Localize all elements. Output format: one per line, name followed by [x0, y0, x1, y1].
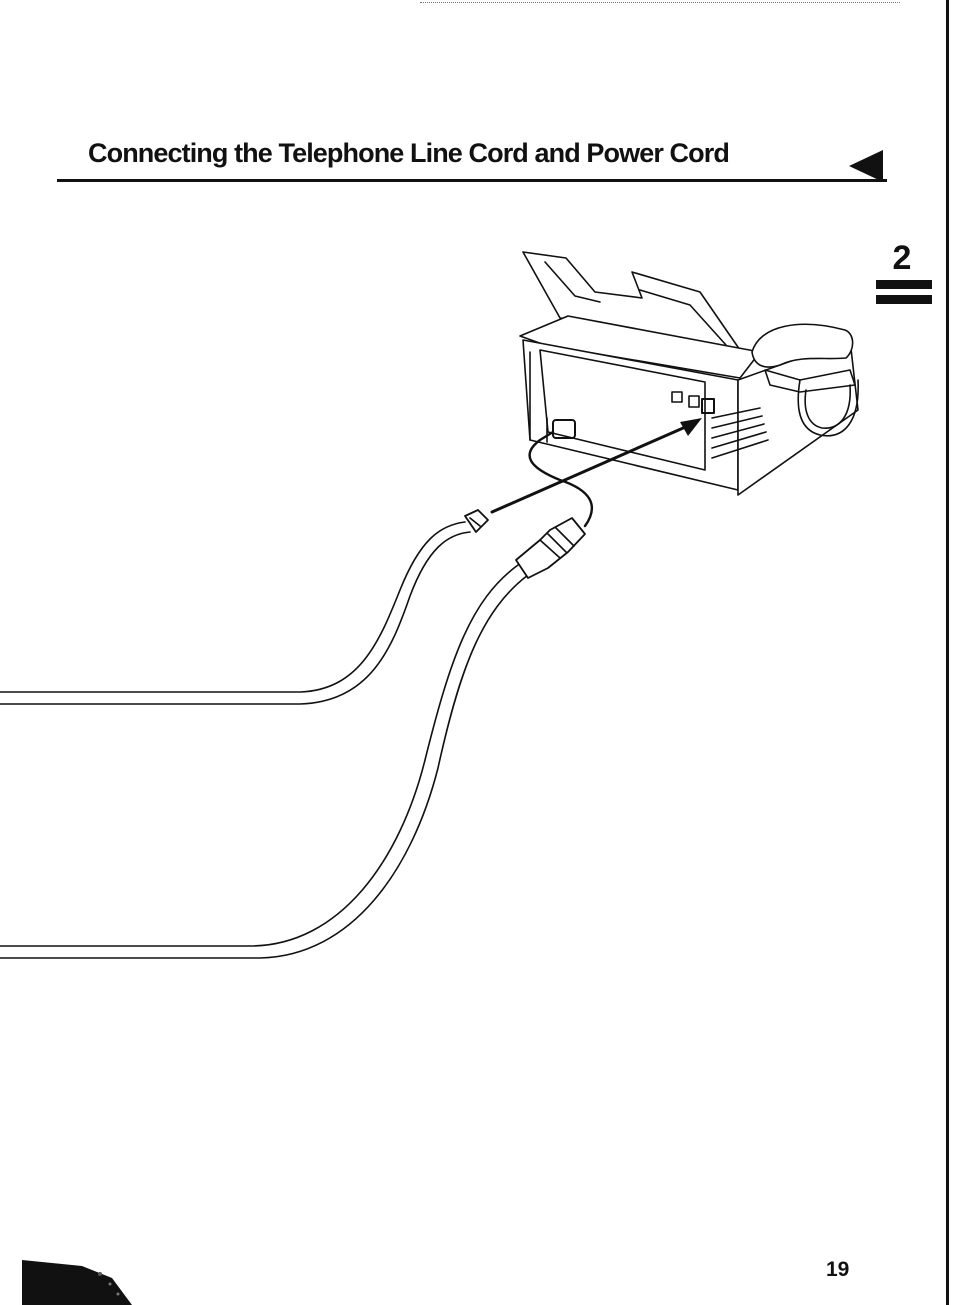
telephone-line-cord-icon — [0, 510, 488, 704]
section-title: Connecting the Telephone Line Cord and P… — [88, 138, 729, 169]
title-underline — [57, 179, 887, 182]
page-edge-line — [946, 0, 949, 1305]
section-marker-arrow-icon — [847, 148, 887, 184]
corner-scan-mark — [22, 1256, 132, 1305]
top-scan-rule — [420, 2, 900, 4]
connection-illustration — [0, 230, 940, 990]
page-number: 19 — [826, 1258, 849, 1282]
fax-machine-icon — [520, 252, 858, 495]
power-cord-icon — [0, 432, 592, 958]
